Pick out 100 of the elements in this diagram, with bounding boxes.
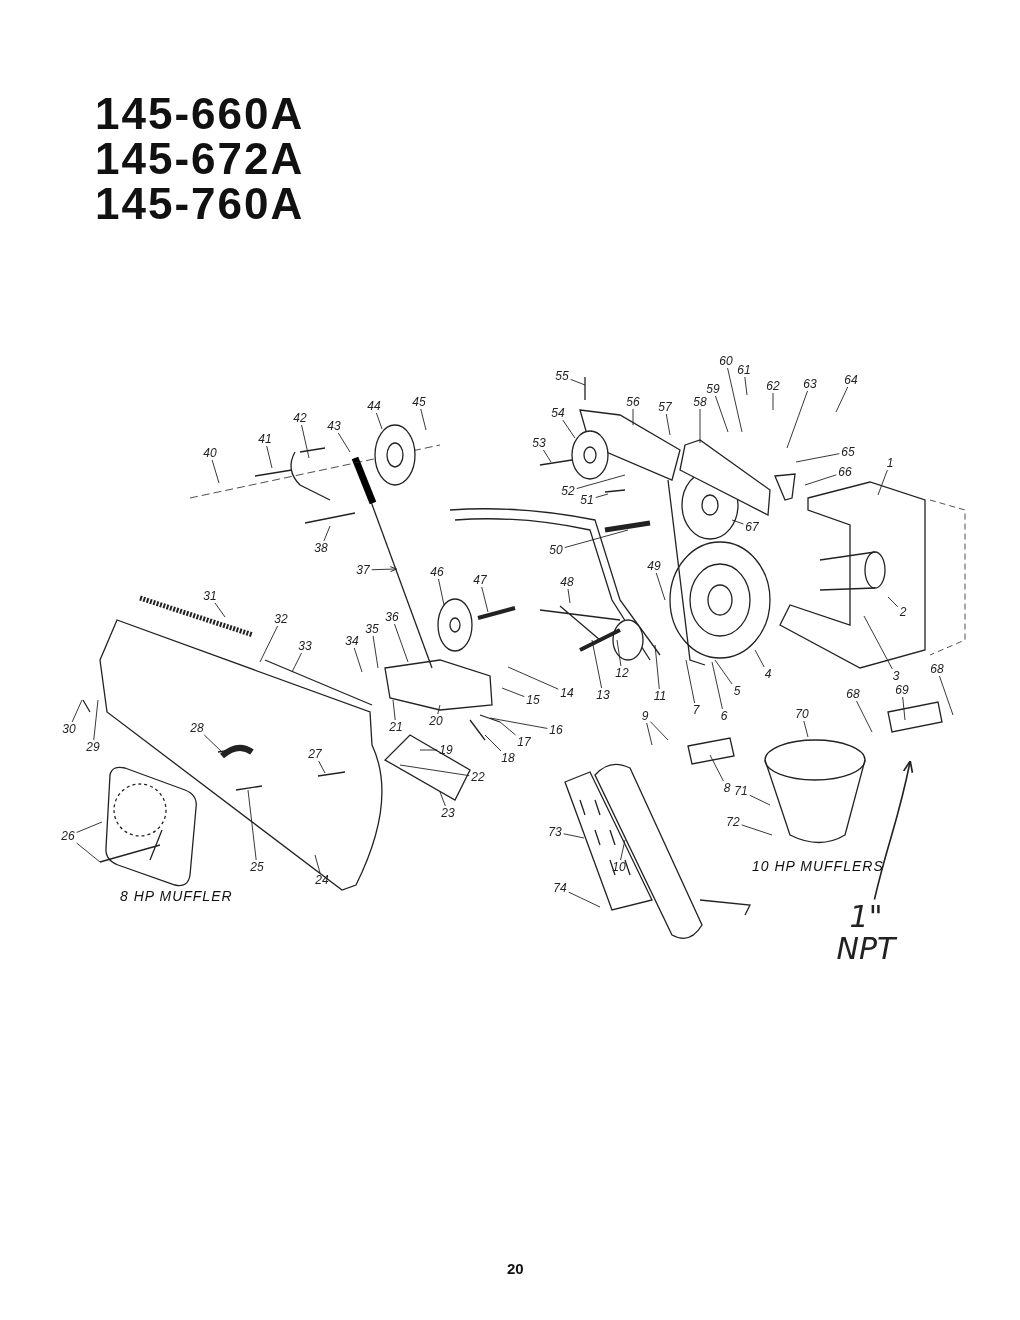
leader-line xyxy=(314,854,321,874)
callout-number: 1 xyxy=(885,457,895,469)
callout-number: 23 xyxy=(440,807,456,819)
callout-number: 24 xyxy=(314,874,330,886)
callout-number: 69 xyxy=(894,684,910,696)
callout-number: 22 xyxy=(470,771,486,783)
leader-line xyxy=(856,700,873,733)
leader-line xyxy=(323,525,331,542)
leader-line xyxy=(595,493,609,498)
leader-line xyxy=(93,699,99,741)
model-number: 145-760A xyxy=(95,182,305,226)
callout-number: 2 xyxy=(898,606,908,618)
leader-line xyxy=(649,721,669,741)
leader-line xyxy=(392,699,396,721)
callout-number: 36 xyxy=(384,611,400,623)
callout-number: 14 xyxy=(559,687,575,699)
callout-number: 54 xyxy=(550,407,566,419)
leader-line xyxy=(749,794,771,806)
leader-line xyxy=(542,449,552,463)
leader-line xyxy=(570,378,586,386)
leader-line xyxy=(576,474,626,489)
callout-number: 59 xyxy=(705,383,721,395)
leader-line xyxy=(731,519,744,525)
callout-number: 32 xyxy=(273,613,289,625)
leader-line xyxy=(301,424,310,459)
leader-line xyxy=(439,791,446,807)
callout-number: 6 xyxy=(719,710,729,722)
leader-line xyxy=(699,408,701,444)
leader-line xyxy=(786,390,808,449)
leader-line xyxy=(804,474,837,486)
leader-line xyxy=(685,659,696,704)
leader-line xyxy=(214,602,226,618)
leader-line xyxy=(665,413,671,436)
callout-number: 62 xyxy=(765,380,781,392)
callout-number: 11 xyxy=(652,690,668,702)
callout-number: 55 xyxy=(554,370,570,382)
leader-line xyxy=(499,721,517,736)
leader-line xyxy=(772,392,774,411)
leader-line xyxy=(620,839,626,861)
leader-line xyxy=(266,445,273,469)
callout-number: 48 xyxy=(559,576,575,588)
callout-number: 66 xyxy=(837,466,853,478)
callout-number: 37 xyxy=(355,564,371,576)
callout-number: 18 xyxy=(500,752,516,764)
leader-line xyxy=(211,459,220,484)
callout-number: 44 xyxy=(366,400,382,412)
leader-line xyxy=(591,639,603,689)
callout-number: 25 xyxy=(249,861,265,873)
leader-line xyxy=(741,824,773,836)
callout-number: 8 xyxy=(722,782,732,794)
leader-line xyxy=(563,833,585,839)
leader-line xyxy=(727,367,743,433)
leader-line xyxy=(567,588,571,604)
callout-number: 50 xyxy=(548,544,564,556)
callout-number: 3 xyxy=(891,670,901,682)
callout-number: 68 xyxy=(845,688,861,700)
callout-number: 17 xyxy=(516,736,532,748)
leader-line xyxy=(835,386,849,413)
leader-line xyxy=(568,891,601,908)
callout-number: 70 xyxy=(794,708,810,720)
callout-number: 19 xyxy=(438,744,454,756)
leader-line xyxy=(714,659,733,685)
callout-number: 29 xyxy=(85,741,101,753)
leader-line xyxy=(318,760,326,774)
callout-number: 10 xyxy=(611,861,627,873)
callout-number: 63 xyxy=(802,378,818,390)
callout-number: 53 xyxy=(531,437,547,449)
callout-number: 72 xyxy=(725,816,741,828)
callout-number: 58 xyxy=(692,396,708,408)
leader-line xyxy=(938,675,954,716)
leader-line xyxy=(76,821,103,833)
leader-line xyxy=(438,578,445,606)
pointer-arrow xyxy=(873,760,914,901)
leader-line xyxy=(863,615,893,670)
callout-number: 28 xyxy=(189,722,205,734)
callout-number: 52 xyxy=(560,485,576,497)
callout-number: 26 xyxy=(60,830,76,842)
leader-line xyxy=(564,529,629,549)
callout-number: 57 xyxy=(657,401,673,413)
leader-line xyxy=(616,639,622,667)
callout-number: 35 xyxy=(364,623,380,635)
leader-line xyxy=(632,408,634,426)
part-caption: 10 HP MUFFLERS xyxy=(752,858,884,874)
callout-number: 13 xyxy=(595,689,611,701)
leader-line xyxy=(902,696,906,721)
leader-line xyxy=(501,687,525,698)
callout-number: 47 xyxy=(472,574,488,586)
callout-number: 31 xyxy=(202,590,218,602)
callout-number: 9 xyxy=(640,710,650,722)
leader-line xyxy=(803,720,809,738)
callout-number: 34 xyxy=(344,635,360,647)
callout-number: 64 xyxy=(843,374,859,386)
leader-line xyxy=(71,699,83,723)
callout-number: 60 xyxy=(718,355,734,367)
callout-number: 15 xyxy=(525,694,541,706)
part-caption: 8 HP MUFFLER xyxy=(120,888,233,904)
leader-line xyxy=(353,647,363,673)
callout-number: 42 xyxy=(292,412,308,424)
callout-number: 40 xyxy=(202,447,218,459)
model-number: 145-672A xyxy=(95,137,305,181)
